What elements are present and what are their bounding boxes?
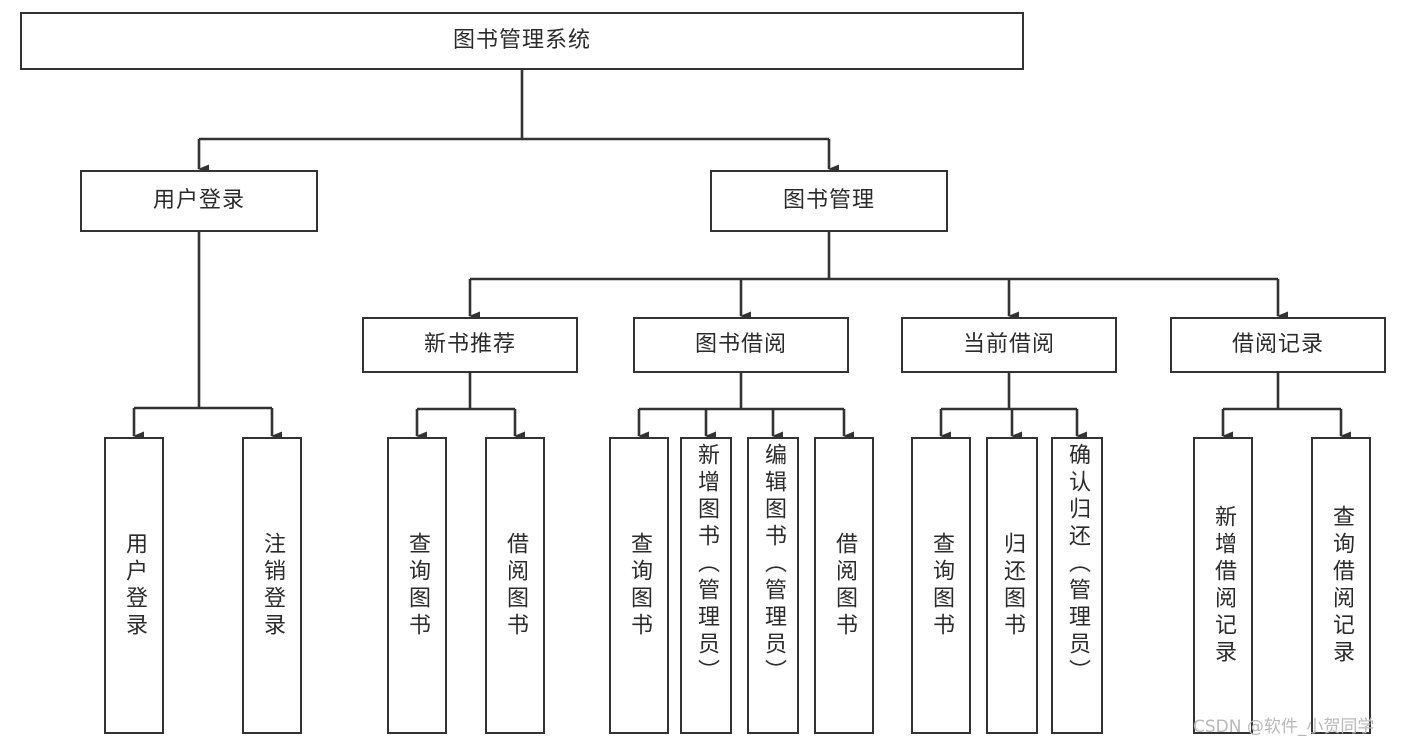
- node-l3-record[interactable]: 借阅记录: [1170, 317, 1386, 373]
- node-root[interactable]: 图书管理系统: [20, 12, 1024, 70]
- node-label: 注销登录: [260, 531, 285, 640]
- node-label: 借阅图书: [503, 531, 528, 640]
- node-label: 用户登录: [122, 531, 147, 640]
- node-leaf-bq-edit[interactable]: 编辑图书（管理员）: [747, 437, 799, 734]
- node-leaf-rec-add[interactable]: 新增借阅记录: [1193, 437, 1253, 734]
- node-label: 编辑图书（管理员）: [761, 443, 786, 686]
- node-label: 借阅图书: [832, 531, 857, 640]
- node-leaf-new-borrow[interactable]: 借阅图书: [485, 437, 545, 734]
- node-l2-login[interactable]: 用户登录: [80, 170, 318, 232]
- node-l3-newbook[interactable]: 新书推荐: [362, 317, 578, 373]
- node-label: 查询图书: [405, 531, 430, 640]
- node-label: 新书推荐: [423, 331, 516, 357]
- node-leaf-cur-confirm[interactable]: 确认归还（管理员）: [1051, 437, 1103, 734]
- node-leaf-user-login[interactable]: 用户登录: [104, 437, 164, 734]
- node-leaf-cur-query[interactable]: 查询图书: [911, 437, 971, 734]
- node-label: 查询图书: [929, 531, 954, 640]
- node-leaf-rec-query[interactable]: 查询借阅记录: [1311, 437, 1371, 734]
- node-label: 图书借阅: [694, 331, 787, 357]
- node-leaf-bq-query[interactable]: 查询图书: [609, 437, 669, 734]
- node-label: 用户登录: [152, 187, 245, 213]
- node-label: 确认归还（管理员）: [1065, 443, 1090, 686]
- node-leaf-cur-return[interactable]: 归还图书: [986, 437, 1038, 734]
- node-l3-borrow[interactable]: 图书借阅: [633, 317, 849, 373]
- node-label: 新增借阅记录: [1211, 504, 1236, 667]
- node-l3-current[interactable]: 当前借阅: [901, 317, 1117, 373]
- node-label: 归还图书: [1000, 531, 1025, 640]
- node-leaf-bq-borrow[interactable]: 借阅图书: [814, 437, 874, 734]
- node-label: 查询图书: [627, 531, 652, 640]
- connector-group: [132, 70, 1351, 441]
- node-label: 当前借阅: [962, 331, 1055, 357]
- node-label: 借阅记录: [1231, 331, 1324, 357]
- node-leaf-user-logout[interactable]: 注销登录: [242, 437, 302, 734]
- node-label: 查询借阅记录: [1329, 504, 1354, 667]
- node-leaf-new-query[interactable]: 查询图书: [387, 437, 447, 734]
- node-l2-book[interactable]: 图书管理: [710, 170, 948, 232]
- node-label: 图书管理: [782, 187, 875, 213]
- node-label: 新增图书（管理员）: [694, 443, 719, 686]
- node-leaf-bq-add[interactable]: 新增图书（管理员）: [680, 437, 732, 734]
- node-label: 图书管理系统: [452, 27, 591, 53]
